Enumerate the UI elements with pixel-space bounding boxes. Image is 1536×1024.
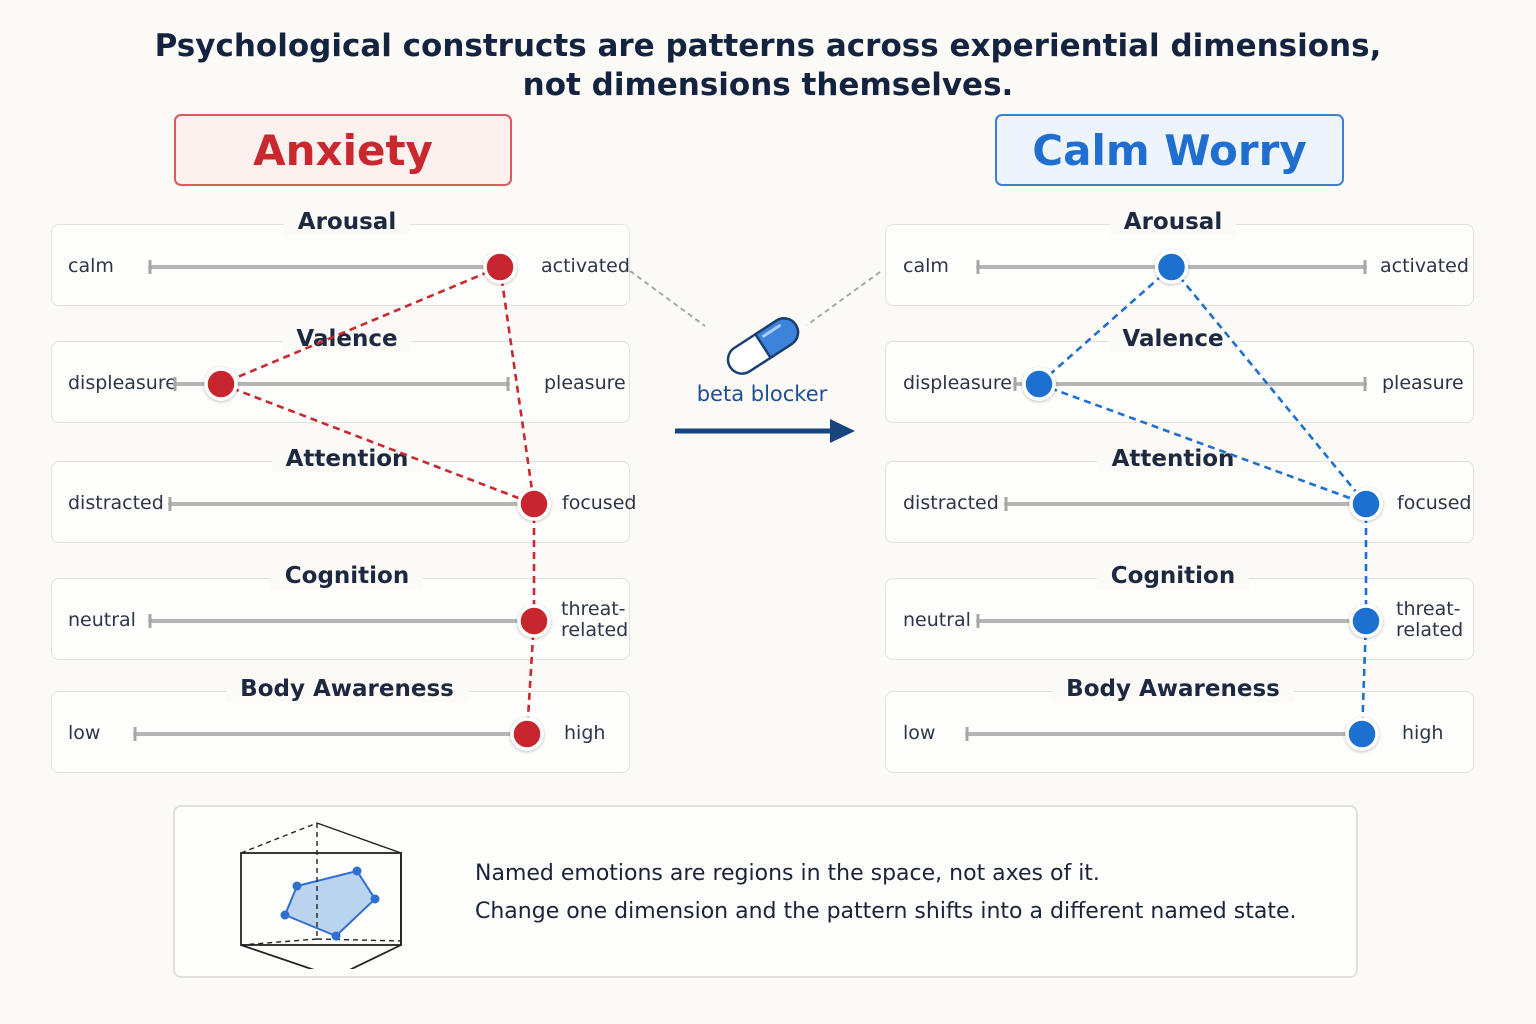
pill-connector-left [629,270,706,327]
anxiety-arousal-label: Arousal [283,209,411,235]
anxiety-arousal-high-pole: activated [541,255,630,277]
calm-worry-title-box: Calm Worry [995,114,1344,186]
headline-line-2: not dimensions themselves. [522,67,1014,103]
calm-worry-cognition-high-pole: threat-related [1396,598,1464,641]
anxiety-cognition-low-pole: neutral [68,609,136,631]
calm-worry-cognition-low-pole: neutral [903,609,971,631]
anxiety-body-awareness-label: Body Awareness [226,676,468,702]
anxiety-body-awareness-low-pole: low [68,722,101,744]
calm-worry-arousal-high-pole: activated [1380,255,1469,277]
calm-worry-body-awareness-panel [885,691,1474,773]
calm-worry-arousal-label: Arousal [1109,209,1237,235]
calm-worry-arousal-low-pole: calm [903,255,949,277]
anxiety-cognition-panel [51,578,630,660]
headline-line-1: Psychological constructs are patterns ac… [154,28,1382,64]
calm-worry-body-awareness-label: Body Awareness [1052,676,1294,702]
anxiety-arousal-low-pole: calm [68,255,114,277]
anxiety-title-box: Anxiety [174,114,512,186]
calm-worry-attention-label: Attention [1097,446,1249,472]
anxiety-valence-label: Valence [282,326,412,352]
beta-blocker-label: beta blocker [696,382,828,406]
calm-worry-attention-low-pole: distracted [903,492,999,514]
anxiety-body-awareness-high-pole: high [564,722,606,744]
anxiety-attention-high-pole: focused [562,492,637,514]
anxiety-attention-low-pole: distracted [68,492,164,514]
capsule-pill-icon [726,317,800,375]
calm-worry-title: Calm Worry [1032,125,1307,175]
arrow-head-icon [830,419,855,443]
pill-connector-right [806,271,881,326]
calm-worry-valence-high-pole: pleasure [1382,372,1464,394]
calm-worry-body-awareness-high-pole: high [1402,722,1444,744]
region-in-cube-icon [240,822,402,969]
calm-worry-attention-high-pole: focused [1397,492,1472,514]
calm-worry-cognition-panel [885,578,1474,660]
explanation-line-1: Named emotions are regions in the space,… [475,861,1100,886]
anxiety-title: Anxiety [253,125,433,175]
anxiety-attention-label: Attention [271,446,423,472]
calm-worry-valence-label: Valence [1108,326,1238,352]
anxiety-valence-low-pole: displeasure [68,372,177,394]
anxiety-body-awareness-panel [51,691,630,773]
explanation-line-2: Change one dimension and the pattern shi… [475,899,1297,924]
calm-worry-body-awareness-low-pole: low [903,722,936,744]
anxiety-valence-high-pole: pleasure [544,372,626,394]
anxiety-cognition-label: Cognition [270,563,424,589]
calm-worry-cognition-label: Cognition [1096,563,1250,589]
calm-worry-valence-low-pole: displeasure [903,372,1012,394]
anxiety-cognition-high-pole: threat-related [561,598,629,641]
explanation-box: Named emotions are regions in the space,… [173,805,1358,978]
